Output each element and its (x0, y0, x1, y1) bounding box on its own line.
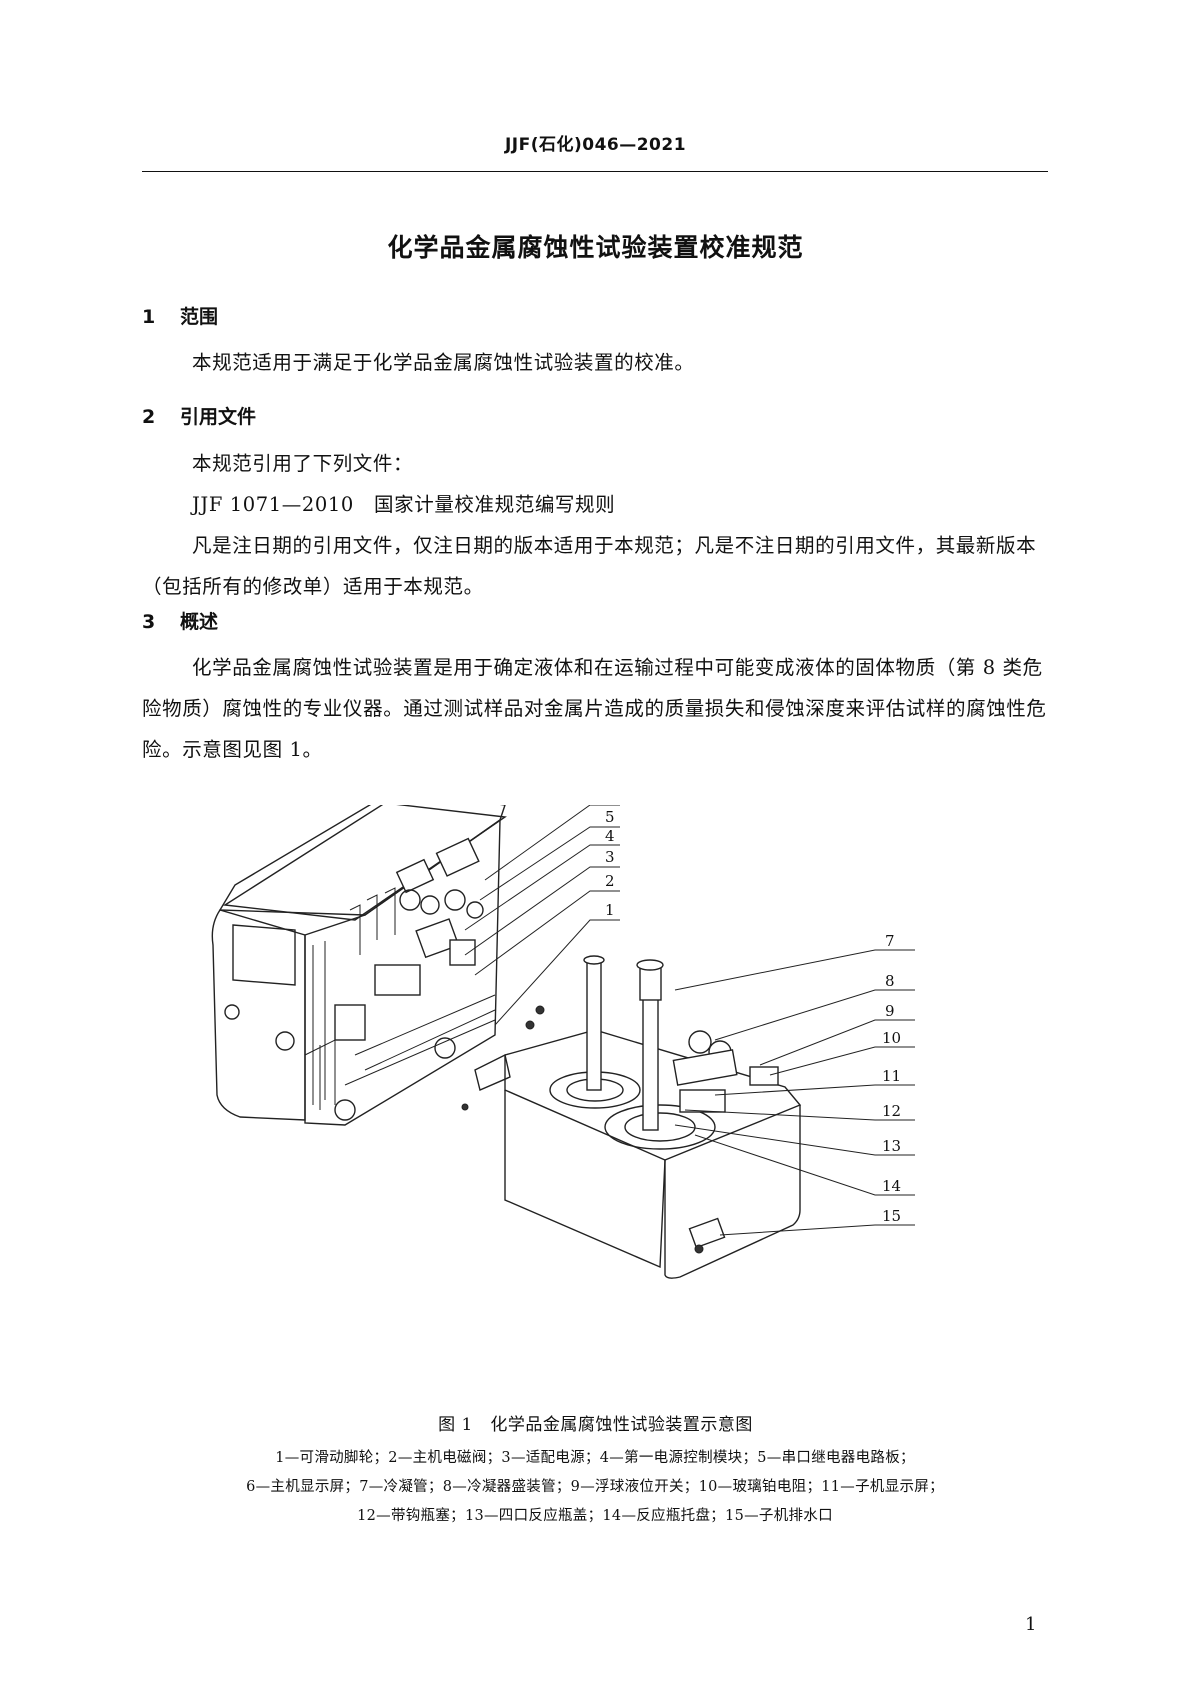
main-unit-drawing (211, 805, 507, 1126)
section-number: 2 (142, 406, 156, 428)
callout-12: 12 (882, 1102, 901, 1120)
section-2-body: 本规范引用了下列文件： JJF 1071—2010 国家计量校准规范编写规则 凡… (142, 443, 1048, 607)
section-title: 引用文件 (180, 406, 257, 428)
leader-lines (464, 805, 915, 1236)
paragraph: 化学品金属腐蚀性试验装置是用于确定液体和在运输过程中可能变成液体的固体物质（第 … (142, 656, 1047, 761)
section-1-body: 本规范适用于满足于化学品金属腐蚀性试验装置的校准。 (142, 342, 1048, 383)
section-number: 1 (142, 306, 156, 328)
section-2-heading: 2 引用文件 (142, 402, 256, 429)
figure-legend-line: 12—带钩瓶塞；13—四口反应瓶盖；14—反应瓶托盘；15—子机排水口 (357, 1508, 833, 1524)
paragraph: 本规范适用于满足于化学品金属腐蚀性试验装置的校准。 (192, 351, 695, 374)
callout-5: 5 (605, 808, 615, 826)
sub-unit-drawing (461, 955, 802, 1279)
callout-8: 8 (885, 972, 895, 990)
reference-item: JJF 1071—2010 国家计量校准规范编写规则 (192, 493, 616, 516)
figure-legend-line: 1—可滑动脚轮；2—主机电磁阀；3—适配电源；4—第一电源控制模块；5—串口继电… (275, 1450, 915, 1466)
section-3-body: 化学品金属腐蚀性试验装置是用于确定液体和在运输过程中可能变成液体的固体物质（第 … (142, 647, 1048, 770)
callout-1: 1 (605, 901, 615, 919)
callout-15: 15 (882, 1207, 901, 1225)
callout-2: 2 (605, 872, 615, 890)
header-rule (142, 171, 1048, 172)
callout-13: 13 (882, 1137, 901, 1155)
section-number: 3 (142, 611, 156, 633)
section-title: 范围 (180, 306, 219, 328)
callout-9: 9 (885, 1002, 895, 1020)
callout-11: 11 (882, 1067, 901, 1085)
callout-14: 14 (882, 1177, 901, 1195)
figure-legend-line: 6—主机显示屏；7—冷凝管；8—冷凝器盛装管；9—浮球液位开关；10—玻璃铂电阻… (246, 1479, 944, 1495)
paragraph: 本规范引用了下列文件： (192, 452, 414, 475)
callout-3: 3 (605, 848, 615, 866)
page-number: 1 (1025, 1614, 1037, 1635)
section-title: 概述 (180, 611, 219, 633)
document-code-header: JJF(石化)046—2021 (504, 135, 687, 155)
section-1-heading: 1 范围 (142, 302, 218, 329)
apparatus-diagram: 6 5 4 3 2 1 7 8 9 10 11 12 13 14 15 (211, 805, 915, 1279)
section-3-heading: 3 概述 (142, 607, 218, 634)
paragraph: 凡是注日期的引用文件，仅注日期的版本适用于本规范；凡是不注日期的引用文件，其最新… (142, 534, 1037, 598)
document-title: 化学品金属腐蚀性试验装置校准规范 (387, 233, 804, 262)
callout-4: 4 (605, 827, 615, 845)
callout-10: 10 (882, 1029, 901, 1047)
figure-caption: 图 1 化学品金属腐蚀性试验装置示意图 (438, 1415, 753, 1435)
callout-7: 7 (885, 932, 895, 950)
